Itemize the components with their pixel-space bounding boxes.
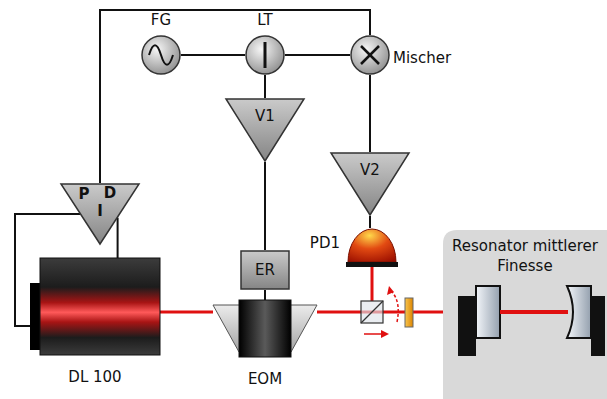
signal-wire xyxy=(285,54,350,56)
node-label: D xyxy=(100,184,120,202)
box-body xyxy=(241,251,289,289)
cross-icon xyxy=(361,46,379,64)
photodiode: PD1 xyxy=(346,228,398,267)
curved-mirror xyxy=(567,286,591,338)
circle-body xyxy=(246,36,284,74)
node-label: Mischer xyxy=(393,49,483,67)
node-label: ER xyxy=(240,261,290,279)
wave-plate xyxy=(405,298,413,327)
sine-icon xyxy=(149,45,173,65)
lock-in-amplifier: LT xyxy=(245,35,285,75)
amplifier-v1: V1 xyxy=(225,98,305,162)
signal-wire xyxy=(117,218,119,258)
laser-body xyxy=(40,258,160,355)
cavity-beam xyxy=(500,310,568,314)
mixer: Mischer xyxy=(350,35,390,75)
plane-mirror xyxy=(476,286,500,338)
node-label: I xyxy=(90,202,110,220)
resonator-drawing xyxy=(443,230,607,399)
reflection-arrowhead xyxy=(387,286,394,295)
node-label: PD1 xyxy=(280,234,340,252)
node-label: LT xyxy=(225,11,305,29)
electro-optic-driver: ER xyxy=(240,250,290,290)
modulator-drawing xyxy=(213,300,317,357)
pid-controller: PDI xyxy=(60,183,140,245)
laser-drawing xyxy=(30,258,160,355)
signal-wire xyxy=(100,10,370,183)
electro-optic-modulator: EOM xyxy=(213,300,317,357)
node-label: FG xyxy=(121,11,201,29)
circle-body xyxy=(142,36,180,74)
mirror-mount xyxy=(458,296,476,356)
signal-wire xyxy=(264,290,266,300)
laser-beam xyxy=(160,311,213,314)
beam-splitter xyxy=(361,301,383,323)
amplifier-v2: V2 xyxy=(330,152,410,216)
resonator-housing: Resonator mittlerer Finesse xyxy=(443,230,607,399)
signal-wire xyxy=(181,54,245,56)
triangle-body xyxy=(331,153,409,215)
resonator-ground xyxy=(443,230,607,399)
signal-wire xyxy=(264,162,266,250)
node-label: P xyxy=(74,185,94,203)
node-label: V2 xyxy=(330,161,410,179)
circle-body xyxy=(351,36,389,74)
signal-wire xyxy=(264,75,266,98)
diode-dome xyxy=(348,229,396,262)
signal-wire xyxy=(369,75,371,152)
cross-icon xyxy=(361,46,379,64)
photodiode-symbol xyxy=(346,228,398,267)
function-generator: FG xyxy=(141,35,181,75)
reflection-arrow xyxy=(392,292,398,322)
node-label: V1 xyxy=(225,107,305,125)
diode-base xyxy=(346,262,398,267)
node-label: EOM xyxy=(213,370,317,388)
reflected-beam xyxy=(371,267,374,301)
node-label: DL 100 xyxy=(30,368,160,386)
node-label: Resonator mittlerer Finesse xyxy=(447,236,603,276)
triangle-body xyxy=(226,99,304,161)
direction-arrowhead xyxy=(381,330,389,338)
direction-arrow xyxy=(364,333,382,335)
bar-icon xyxy=(264,42,267,68)
crystal xyxy=(239,300,291,357)
diode-laser: DL 100 xyxy=(30,258,160,355)
triangle-body xyxy=(61,184,139,244)
generator-symbol xyxy=(141,35,181,75)
signal-wire xyxy=(369,216,371,228)
mirror-mount xyxy=(591,296,605,356)
beam-splitter-diagonal xyxy=(361,301,383,323)
lock-in-symbol xyxy=(245,35,285,75)
mixer-symbol xyxy=(350,35,390,75)
